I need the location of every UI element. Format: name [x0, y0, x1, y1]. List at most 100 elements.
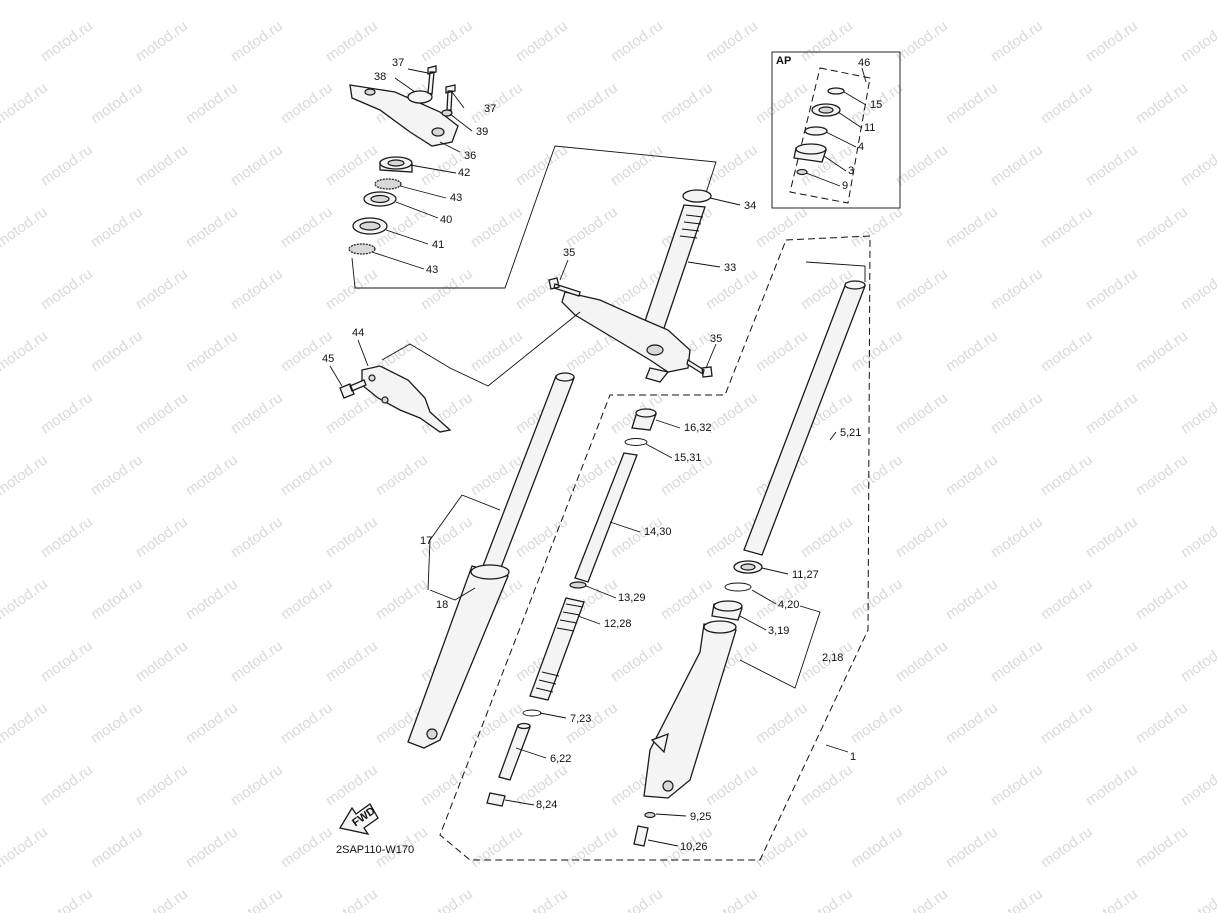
watermark-text: motod.ru [88, 575, 146, 623]
label-36: 36 [464, 150, 476, 162]
bearing-43b [348, 243, 376, 255]
watermark-text: motod.ru [753, 0, 811, 3]
diagram-code: 2SAP110-W170 [336, 844, 414, 856]
watermark-text: motod.ru [1133, 327, 1191, 375]
watermark-text: motod.ru [133, 17, 191, 65]
label-6-22: 6,22 [550, 753, 571, 765]
watermark-text: motod.ru [943, 0, 1001, 3]
label-8-24: 8,24 [536, 799, 557, 811]
ring-nut-hole [387, 159, 405, 167]
watermark-text: motod.ru [278, 79, 336, 127]
bracket-hole [431, 127, 445, 137]
watermark-text: motod.ru [38, 761, 96, 809]
watermark-text: motod.ru [183, 327, 241, 375]
watermark-text: motod.ru [893, 637, 951, 685]
watermark-text: motod.ru [988, 141, 1046, 189]
spring-12 [529, 597, 585, 701]
group-outline [351, 145, 717, 289]
watermark-text: motod.ru [848, 575, 906, 623]
watermark-text: motod.ru [0, 203, 51, 251]
watermark-text: motod.ru [1133, 699, 1191, 747]
guide-hole [368, 374, 376, 382]
label-13-29: 13,29 [618, 592, 646, 604]
watermark-text: motod.ru [1083, 389, 1141, 437]
bracket-2-18 [739, 605, 821, 689]
watermark-text: motod.ru [418, 885, 476, 913]
label-4: 4 [858, 141, 864, 153]
inner-tube-top [844, 280, 866, 290]
watermark-text: motod.ru [38, 265, 96, 313]
watermark-text: motod.ru [1038, 79, 1096, 127]
watermark-text: motod.ru [1133, 575, 1191, 623]
inset-seal-11-hole [818, 106, 834, 114]
watermark-text: motod.ru [703, 17, 761, 65]
bushing-3-top [713, 600, 743, 612]
label-11: 11 [864, 122, 875, 134]
watermark-text: motod.ru [1178, 141, 1217, 189]
watermark-text: motod.ru [133, 885, 191, 913]
watermark-text: motod.ru [278, 575, 336, 623]
watermark-text: motod.ru [1178, 513, 1217, 561]
label-4-20: 4,20 [778, 599, 799, 611]
spacer-14 [574, 452, 638, 583]
watermark-text: motod.ru [1038, 451, 1096, 499]
outer-tube-2 [643, 623, 737, 799]
bolt-35b [686, 358, 713, 378]
left-fork-leg [407, 372, 575, 749]
watermark-text: motod.ru [753, 203, 811, 251]
inset-washer-9 [796, 168, 808, 176]
label-37a: 37 [392, 57, 404, 69]
watermark-text: motod.ru [943, 451, 1001, 499]
watermark-text: motod.ru [513, 885, 571, 913]
watermark-text: motod.ru [1038, 0, 1096, 3]
watermark-text: motod.ru [183, 79, 241, 127]
watermark-text: motod.ru [798, 513, 856, 561]
watermark-text: motod.ru [753, 699, 811, 747]
watermark-text: motod.ru [943, 203, 1001, 251]
leader-lines [329, 67, 867, 847]
label-5-21: 5,21 [840, 427, 861, 439]
watermark-text: motod.ru [468, 79, 526, 127]
watermark-text: motod.ru [0, 699, 51, 747]
watermark-text: motod.ru [1178, 265, 1217, 313]
watermark-text: motod.ru [798, 761, 856, 809]
steering-bearing-stack [348, 156, 413, 255]
watermark-text: motod.ru [183, 575, 241, 623]
watermark-text: motod.ru [418, 17, 476, 65]
watermark-text: motod.ru [88, 451, 146, 499]
label-18: 18 [436, 599, 448, 611]
watermark-text: motod.ru [563, 203, 621, 251]
fwd-arrow-icon: FWD [338, 803, 379, 835]
watermark-text: motod.ru [1178, 17, 1217, 65]
label-15: 15 [870, 99, 882, 111]
watermark-text: motod.ru [183, 823, 241, 871]
watermark-text: motod.ru [38, 885, 96, 913]
label-43b: 43 [426, 264, 438, 276]
left-tube-seal [470, 564, 510, 580]
watermark-text: motod.ru [1083, 141, 1141, 189]
watermark-text: motod.ru [848, 823, 906, 871]
watermark-text: motod.ru [228, 17, 286, 65]
label-33: 33 [724, 262, 736, 274]
watermark-text: motod.ru [228, 513, 286, 561]
watermark-text: motod.ru [38, 513, 96, 561]
watermark-text: motod.ru [893, 389, 951, 437]
watermark-text: motod.ru [513, 17, 571, 65]
watermark-text: motod.ru [893, 761, 951, 809]
right-axle-hole [662, 780, 674, 792]
watermark-text: motod.ru [88, 699, 146, 747]
label-3: 3 [848, 165, 854, 177]
inset-title: AP [776, 55, 791, 67]
race-hole [359, 221, 381, 231]
watermark-text: motod.ru [848, 699, 906, 747]
watermark-text: motod.ru [88, 203, 146, 251]
watermark-text: motod.ru [0, 327, 51, 375]
watermark-text: motod.ru [0, 451, 51, 499]
watermark-text: motod.ru [1038, 203, 1096, 251]
watermark-text: motod.ru [703, 885, 761, 913]
rod-piece-8 [486, 792, 506, 807]
watermark-text: motod.ru [848, 0, 906, 3]
label-14-30: 14,30 [644, 526, 672, 538]
cable-guide-44 [361, 365, 452, 433]
watermark-text: motod.ru [228, 141, 286, 189]
